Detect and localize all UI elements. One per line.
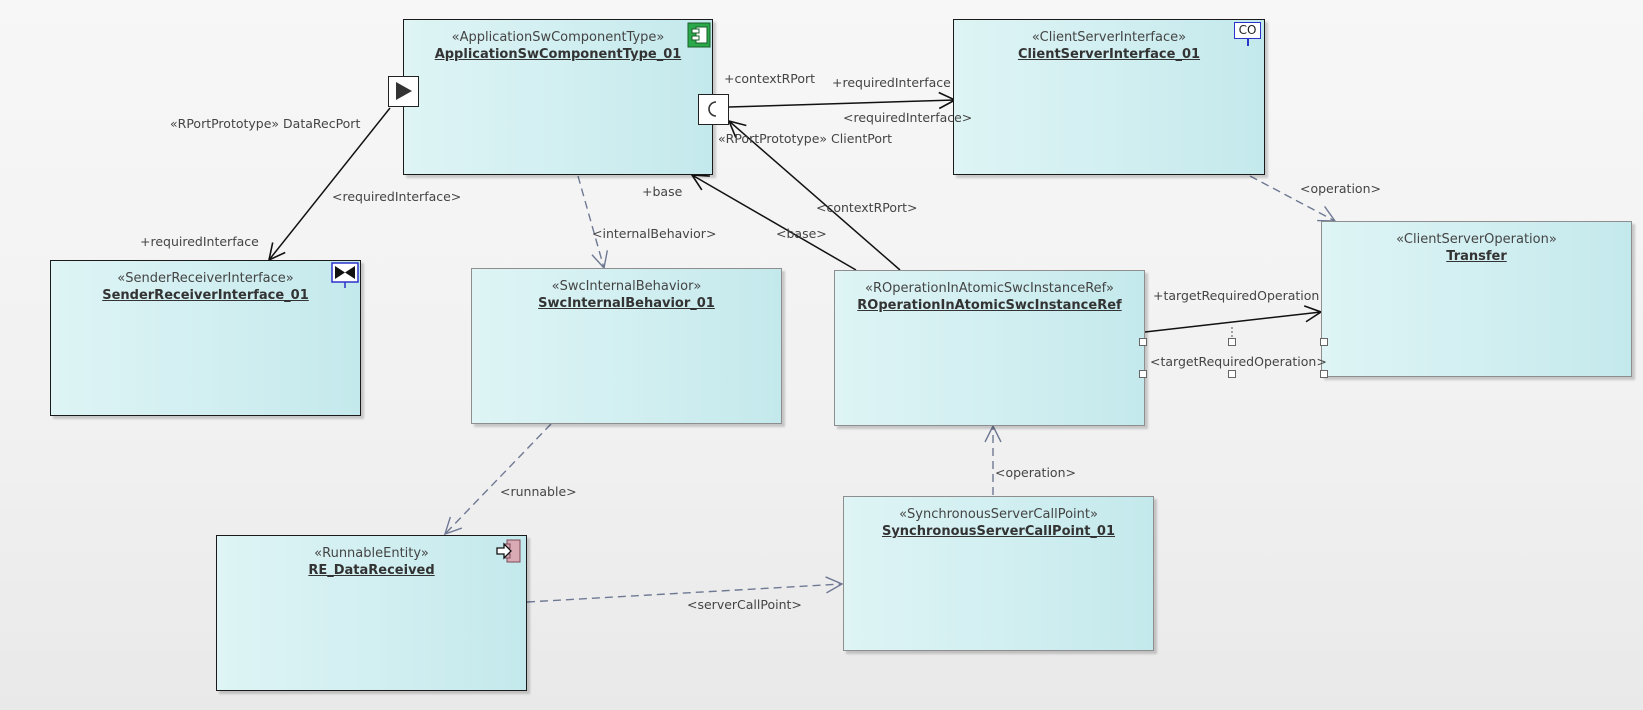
client-port[interactable] <box>698 94 729 125</box>
internal-behavior-name: SwcInternalBehavior_01 <box>538 296 715 311</box>
connector-handle[interactable] <box>1228 338 1236 346</box>
connector-handle[interactable] <box>1228 370 1236 378</box>
cs-interface-box[interactable]: «ClientServerInterface» ClientServerInte… <box>953 19 1265 175</box>
server-call-point-label: <serverCallPoint> <box>687 597 802 612</box>
runnable-stereotype: «RunnableEntity» <box>314 546 429 561</box>
data-rec-port-label: «RPortPrototype» DataRecPort <box>170 116 361 131</box>
connector-op-ref-context-rport[interactable] <box>727 119 901 271</box>
bowtie-icon <box>331 262 359 288</box>
connector-op-ref-target-operation[interactable] <box>1144 305 1323 333</box>
play-triangle-icon <box>396 82 412 100</box>
cs-operation-box[interactable]: «ClientServerOperation» Transfer <box>1321 221 1632 377</box>
connector-app-to-internal-behavior[interactable] <box>577 175 609 270</box>
internal-behavior-label: <internalBehavior> <box>592 226 717 241</box>
sr-interface-stereotype: «SenderReceiverInterface» <box>117 271 294 286</box>
cs-interface-stereotype: «ClientServerInterface» <box>1031 30 1187 45</box>
op-instance-ref-stereotype: «ROperationInAtomicSwcInstanceRef» <box>865 281 1114 296</box>
data-rec-port[interactable] <box>388 76 419 107</box>
context-rport-tag-label: <contextRPort> <box>816 200 918 215</box>
app-component-stereotype: «ApplicationSwComponentType» <box>451 30 665 45</box>
cs-operation-stereotype: «ClientServerOperation» <box>1396 232 1557 247</box>
connector-data-rec-port-to-sr-interface[interactable] <box>267 107 391 262</box>
base-tag-label: <base> <box>776 226 827 241</box>
internal-behavior-stereotype: «SwcInternalBehavior» <box>551 279 702 294</box>
cs-interface-name: ClientServerInterface_01 <box>1017 47 1201 62</box>
op-instance-ref-box[interactable]: «ROperationInAtomicSwcInstanceRef» ROper… <box>834 270 1145 426</box>
server-call-point-stereotype: «SynchronousServerCallPoint» <box>899 507 1098 522</box>
connector-handle[interactable] <box>1139 370 1147 378</box>
co-icon-stem <box>1247 39 1249 46</box>
op-instance-ref-name: ROperationInAtomicSwcInstanceRef <box>857 298 1122 313</box>
runnable-arrow-icon <box>496 539 521 563</box>
required-interface-role-1: +requiredInterface <box>832 75 951 90</box>
operation-label-2: <operation> <box>995 465 1076 480</box>
connector-internal-behavior-to-runnable[interactable] <box>443 423 552 536</box>
target-required-operation-role: +targetRequiredOperation <box>1153 288 1320 303</box>
connector-handle[interactable] <box>1320 370 1328 378</box>
runnable-box[interactable]: «RunnableEntity» RE_DataReceived <box>216 535 527 691</box>
operation-label-1: <operation> <box>1300 181 1381 196</box>
connector-runnable-to-call-point[interactable] <box>526 576 844 603</box>
required-interface-tag-1: <requiredInterface> <box>843 110 973 125</box>
runnable-name: RE_DataReceived <box>308 563 435 578</box>
runnable-label: <runnable> <box>500 484 577 499</box>
sr-interface-box[interactable]: «SenderReceiverInterface» SenderReceiver… <box>50 260 361 416</box>
context-rport-label: +contextRPort <box>724 71 816 86</box>
base-role-label: +base <box>642 184 683 199</box>
client-port-label: «RPortPrototype» ClientPort <box>718 131 893 146</box>
connector-handle[interactable] <box>1320 338 1328 346</box>
connector-client-port-to-cs-interface[interactable] <box>728 91 957 110</box>
cs-operation-name: Transfer <box>1446 249 1507 264</box>
app-component-box[interactable]: «ApplicationSwComponentType» Application… <box>403 19 713 175</box>
half-circle-icon <box>708 101 717 117</box>
required-interface-tag-2: <requiredInterface> <box>332 189 462 204</box>
internal-behavior-box[interactable]: «SwcInternalBehavior» SwcInternalBehavio… <box>471 268 782 424</box>
connector-op-ref-base[interactable] <box>690 174 857 271</box>
co-icon: CO <box>1234 22 1261 39</box>
sr-interface-name: SenderReceiverInterface_01 <box>102 288 309 303</box>
co-icon-text: CO <box>1238 23 1257 37</box>
app-component-name: ApplicationSwComponentType_01 <box>434 47 682 62</box>
server-call-point-name: SynchronousServerCallPoint_01 <box>881 524 1116 539</box>
required-interface-role-2: +requiredInterface <box>140 234 259 249</box>
target-required-operation-tag: <targetRequiredOperation> <box>1150 354 1327 369</box>
connector-handle[interactable] <box>1139 338 1147 346</box>
server-call-point-box[interactable]: «SynchronousServerCallPoint» Synchronous… <box>843 496 1154 651</box>
component-icon <box>687 22 711 48</box>
connector-cs-interface-to-operation[interactable] <box>1249 175 1337 222</box>
